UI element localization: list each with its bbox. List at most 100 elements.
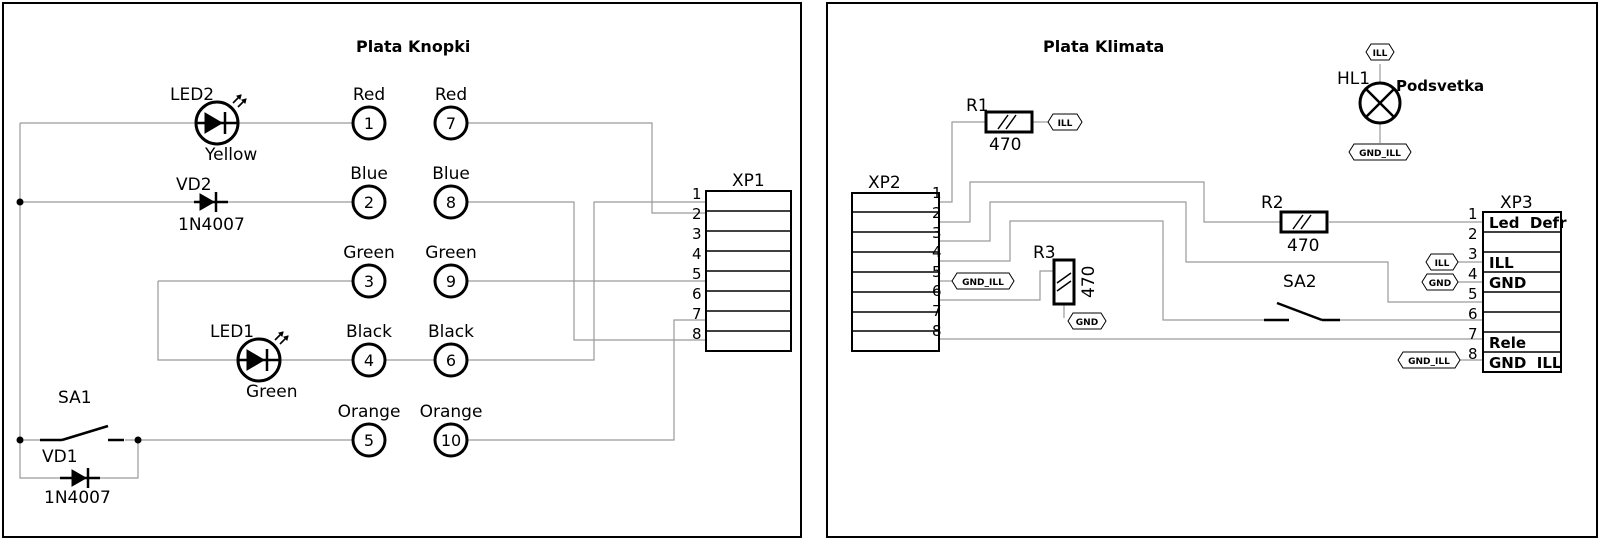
button-number: 9 [446,272,456,291]
r3-resistor-symbol [1052,258,1076,306]
left-panel: Plata Knopki [2,2,802,538]
junction-dot [134,436,142,444]
vd1-value: 1N4007 [44,488,111,508]
xp3-pin-number: 7 [1468,325,1478,343]
xp3-connector: XP3 1 2 3 4 5 6 7 8 Led Defr ILL GND Rel… [1468,193,1567,373]
sa1-switch-symbol [40,424,124,442]
xp2-pin-number: 3 [932,224,942,242]
led1-symbol [236,331,289,383]
xp2-connector: XP2 1 2 3 4 5 6 7 8 [851,173,942,352]
xp3-pin-label: GND [1489,274,1526,292]
left-frame [2,2,802,538]
net-tag-ill [1425,253,1459,271]
right-frame [826,2,1598,538]
led2-symbol [194,94,247,146]
net-tag-label: GND_ILL [1359,149,1401,159]
net-tag-label: GND_ILL [962,278,1004,288]
xp2-pin-number: 6 [932,282,942,300]
button-color-label: Blue [432,164,470,184]
button-pin [433,105,469,141]
xp1-pin-number: 3 [692,225,702,243]
button-color-label: Black [346,322,392,342]
xp1-pin-number: 8 [692,325,702,343]
xp3-pin-number: 3 [1468,245,1478,263]
net-tag-label: GND [1429,279,1451,289]
r3-value: 470 [1079,266,1099,298]
button-number: 6 [446,351,456,370]
xp1-pin-number: 1 [692,185,702,203]
hl1-value: Podsvetka [1396,77,1484,95]
left-wires [19,122,705,479]
led2-value: Yellow [204,145,257,165]
button-number: 7 [446,114,456,133]
button-color-label: Red [435,85,467,105]
net-tag-label: GND [1076,318,1098,328]
button-number: 4 [364,351,374,370]
led1-value: Green [246,382,297,402]
xp3-pin-number: 1 [1468,205,1478,223]
button-pin [351,263,387,299]
button-color-label: Orange [420,402,483,422]
net-tag-label: ILL [1058,119,1073,129]
button-number: 10 [441,431,461,450]
xp2-pin-number: 7 [932,302,942,320]
button-number: 1 [364,114,374,133]
r2-resistor-symbol [1279,210,1329,234]
xp3-pin-label: Rele [1489,334,1526,352]
xp3-pin-number: 6 [1468,305,1478,323]
vd2-diode-symbol [194,192,228,212]
button-pin [351,184,387,220]
xp2-pin-number: 5 [932,263,942,281]
right-title: Plata Klimata [1043,37,1164,56]
r2-value: 470 [1287,236,1319,256]
button-number: 2 [364,193,374,212]
xp2-pin-number: 4 [932,243,942,261]
xp1-pin-number: 2 [692,205,702,223]
hl1-lamp-symbol [1358,81,1402,125]
hl1-ref: HL1 [1337,69,1370,89]
net-tag-ill [1365,43,1395,61]
xp2-ref: XP2 [868,173,901,193]
r1-ref: R1 [966,96,989,116]
xp3-pin-label: ILL [1489,254,1514,272]
vd1-ref: VD1 [42,447,78,467]
button-pin [433,342,469,378]
net-tags: ILL ILL GND_ILL GND_ILL GND ILL GND GND_… [951,43,1461,369]
button-color-label: Orange [338,402,401,422]
right-wires [940,64,1483,361]
xp3-pin-label: Led Defr [1489,214,1567,232]
vd2-ref: VD2 [176,175,212,195]
button-pins: Red 1 Red 7 Blue 2 Blue 8 Green 3 Green … [338,85,483,458]
net-tag-gnd [1421,273,1459,291]
sa2-switch-symbol [1264,301,1340,322]
r1-resistor-symbol [984,110,1034,134]
net-tag-gnd-ill [951,272,1015,290]
vd2-value: 1N4007 [178,215,245,235]
junction-dot [16,436,24,444]
button-pin [351,342,387,378]
button-color-label: Red [353,85,385,105]
led2-ref: LED2 [170,85,214,105]
xp1-pin-number: 7 [692,305,702,323]
net-tag-gnd [1067,312,1107,330]
xp3-pin-label: GND ILL [1489,354,1562,372]
button-pin [433,263,469,299]
led1-ref: LED1 [210,322,254,342]
button-pin [433,184,469,220]
sa2-ref: SA2 [1283,272,1317,292]
button-pin [351,105,387,141]
net-tag-label: ILL [1373,49,1388,59]
sa1-ref: SA1 [58,388,92,408]
vd1-diode-symbol [60,468,100,488]
button-color-label: Black [428,322,474,342]
xp3-pin-number: 2 [1468,225,1478,243]
button-color-label: Blue [350,164,388,184]
button-color-label: Green [425,243,476,263]
xp3-pin-number: 8 [1468,345,1478,363]
net-tag-gnd-ill [1397,351,1461,369]
xp3-pin-number: 5 [1468,285,1478,303]
xp1-pin-number: 6 [692,285,702,303]
xp3-ref: XP3 [1500,193,1533,213]
junction-dot [16,198,24,206]
